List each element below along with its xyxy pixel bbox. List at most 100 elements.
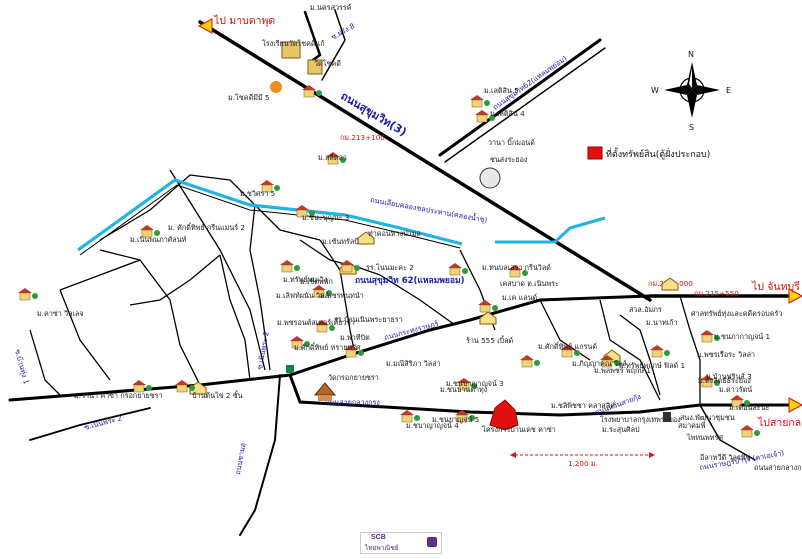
place-label: ม.เลติสิน 4 — [490, 109, 525, 118]
house-icon — [340, 260, 360, 273]
place-label: สนง.พัฒนาชุมชน — [680, 413, 735, 422]
house-icon — [344, 345, 364, 358]
house-icon — [18, 288, 38, 301]
place-label: ม.เซ้นทรัลบี — [322, 237, 359, 246]
main-roads — [8, 9, 800, 536]
canal-lower — [495, 216, 606, 244]
place-label: ม.พชรอนต์สเตอร์เคี้ยวจำ — [277, 317, 355, 327]
place-label: ม.พชรเรือระ วิลล่า — [697, 350, 755, 359]
shell-icon — [270, 81, 282, 93]
place-label: ไพทนพทรัศ — [686, 433, 723, 442]
place-label: ม.ชนะนุญนะ 3 — [302, 213, 349, 222]
place-label: ม. ศักดิ์ทิพย์ กรีนแมนร์ 2 — [168, 222, 245, 232]
place-label: ม.ภิญญาคณ วิลล์ — [572, 359, 627, 368]
house-icon — [740, 425, 760, 438]
place-label: ม.ชนบานดาทุง — [440, 385, 487, 394]
place-label: ม.ชนภากาญจน์ 1 — [714, 332, 770, 341]
road-soi-8b — [321, 9, 346, 81]
road-soi-8 — [303, 10, 322, 64]
place-label: ม.ทนบลเสรา กรีนวิลด์ — [482, 263, 551, 272]
place-label: สมาคมพี่ — [678, 421, 706, 430]
legend: ที่ตั้งทรัพย์สิน(ตู้ฝั่งประกอบ) — [587, 146, 710, 160]
svg-text:ไปสายกลาง: ไปสายกลาง — [757, 416, 802, 429]
km-215b: กม.215+550 — [694, 289, 739, 298]
house-icon — [700, 330, 720, 343]
house-icon — [400, 410, 420, 423]
place-label: ท่าคอนทางป่ามล — [368, 229, 421, 238]
place-label: วัดโชคดี — [314, 59, 341, 68]
place-label: ม.ทรัพย์พนเวิง — [283, 275, 327, 284]
road-label-sukhumvit-62: ถนนสุขุมวิท 62(แหลมพยอม) — [355, 275, 465, 286]
footer-brand: SCB ไทยพาณิชย์ — [360, 532, 442, 554]
place-label: ม.ชนยาญจน์ 5 — [432, 415, 479, 424]
place-label: ม.พลพชร พฤกษ์ 1 — [594, 366, 651, 375]
road-west-main — [8, 294, 652, 402]
arrow-to-sai-klang: ไปสายกลาง — [757, 397, 802, 429]
place-label: ม.พาทีบิต — [340, 333, 370, 342]
place-label: ม.มณีสิริภา วิลล่า — [386, 359, 441, 368]
place-label: ม.คาซ่า วิลเลจ — [37, 309, 84, 318]
house-icon — [280, 260, 300, 273]
temple-roof-icon — [313, 382, 337, 401]
place-label: ม.โชคดีมีมี 5 — [228, 93, 270, 102]
house-icon — [600, 355, 620, 368]
arrow-to-chanthaburi: ไป จันทบุรี — [751, 280, 802, 304]
temple-icon — [281, 41, 323, 75]
place-label: ม.ดาวรัตน์ — [719, 385, 752, 394]
place-label: ม.วานา คาซา กรอกยายชรา — [74, 391, 163, 400]
house-icon — [457, 378, 477, 391]
house-icon — [475, 110, 495, 123]
place-label: ชนสงระยอง — [490, 155, 527, 164]
place-label: วัดกรอกยายชรา — [328, 373, 379, 382]
place-label: สวล.อัมภร — [629, 305, 662, 314]
place-label: ม.ตงลิตธ์ธ์ระยอง — [698, 376, 751, 385]
svg-text:S: S — [689, 123, 694, 132]
place-label: ม.ชนบาญาญจน์ 3 — [446, 379, 504, 388]
place-label: อีลาทวีดี วิลรทิช — [700, 453, 751, 462]
house-icon — [132, 380, 152, 393]
house-icon — [290, 336, 310, 349]
road-sukhumvit — [198, 20, 652, 302]
house-icon — [455, 410, 475, 423]
house-icon — [326, 152, 346, 165]
place-label: ม.ศักดิ์ทิพย์ ทรายทรัศ — [294, 342, 361, 352]
house-icon — [520, 355, 540, 368]
road-label-soi-1: ซ.บ้านทุ่ง 1 — [13, 348, 31, 385]
place-label: ม.เนินพนภาศัลนท์ — [130, 235, 187, 244]
government-seal-icon — [479, 167, 501, 189]
place-label: ม.ทรัพย์พฤกษ์ ฟิลด์ 1 — [619, 361, 685, 370]
house-icon — [508, 265, 528, 278]
road-bypass-2 — [444, 47, 606, 163]
arrow-to-map-ta-phut: ไป มาบตาพุด — [197, 14, 275, 34]
road-label-mao: ถนนชามอ — [233, 442, 247, 475]
place-label: ร้าน 555 เบิ้ลด์ — [466, 335, 514, 345]
road-khao-mai — [239, 374, 281, 536]
house-icon — [302, 85, 322, 98]
house-icon — [650, 345, 670, 358]
house-icon — [312, 285, 332, 298]
brand-icon — [427, 537, 437, 547]
road-label-soi-rd2: ซ.เนินพระ 2 — [255, 331, 271, 371]
house-icon — [478, 300, 498, 313]
place-label: โรงเรียนวัดโชคดีแก้ — [262, 39, 325, 48]
property-location-marker — [489, 399, 519, 431]
place-label: ม.เลติสิน 5 — [484, 86, 519, 95]
km-213: กม.213+100 — [340, 133, 385, 142]
compass-rose: N S W E — [651, 50, 731, 132]
road-label-soi-2: ซ.เนินพระ 2 — [83, 413, 123, 432]
house-icon — [315, 320, 335, 333]
road-bypass — [438, 38, 602, 157]
brand-logo: SCB — [371, 534, 386, 541]
place-label: เคสบาด ต.เนินพระ — [500, 279, 559, 288]
road-soi-left — [29, 407, 151, 441]
house-icon — [700, 375, 720, 388]
place-label: ม.เดือนละนะ — [729, 403, 770, 412]
road-label-canal: ถนนเลียบคลองชลประทาน(คลองน้ำชุ) — [370, 194, 489, 224]
house-icon — [175, 380, 195, 393]
place-labels: ม.นครสวรรค์โรงเรียนวัดโชคดีแก้วัดโชคดีม.… — [37, 3, 802, 472]
road-label-sai-klang: ถนนสายกลางกรุง — [325, 398, 380, 407]
house-icon — [730, 395, 750, 408]
place-label: โรงพยาบาลกรุงเทพระยอง — [600, 415, 681, 424]
place-label: ม.ลลิตลา — [318, 153, 347, 162]
